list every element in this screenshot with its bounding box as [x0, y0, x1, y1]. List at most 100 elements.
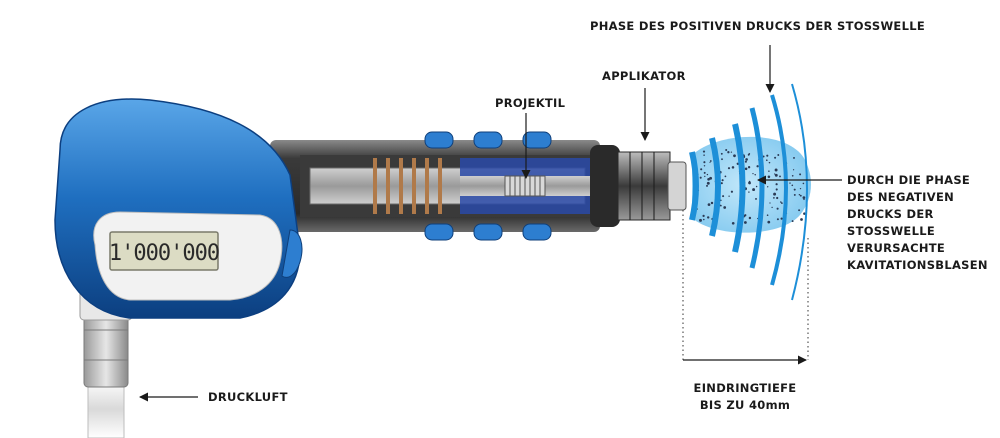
- counter-value: 1'000'000: [109, 241, 219, 266]
- cavitation-bubble: [777, 154, 780, 156]
- label-depth: EINDRINGTIEFE BIS ZU 40mm: [694, 381, 797, 412]
- cavitation-bubble: [704, 175, 706, 178]
- cavitation-bubble: [720, 152, 723, 155]
- cavitation-bubble: [767, 175, 771, 179]
- cavitation-bubble: [793, 188, 796, 191]
- cavitation-bubble: [700, 168, 703, 171]
- cavitation-bubble: [774, 156, 777, 159]
- cavitation-bubble: [709, 160, 712, 162]
- label-cavitation: DURCH DIE PHASE DES NEGATIVEN DRUCKS DER…: [847, 173, 988, 272]
- cavitation-bubble: [722, 195, 725, 198]
- cavitation-bubble: [721, 179, 724, 182]
- cavitation-bubble: [793, 193, 796, 196]
- cavitation-bubble: [769, 202, 771, 204]
- cavitation-bubble: [702, 214, 705, 218]
- cavitation-bubble: [703, 154, 705, 156]
- cavitation-bubble: [727, 167, 731, 170]
- cavitation-bubble: [731, 166, 735, 169]
- cavitation-bubble: [730, 190, 734, 193]
- cavitation-bubble: [802, 182, 805, 185]
- cavitation-bubble: [719, 204, 722, 207]
- cavitation-bubble: [756, 165, 759, 168]
- cavitation-bubble: [768, 170, 770, 172]
- cavitation-bubble: [720, 182, 723, 185]
- cavitation-bubble: [799, 194, 802, 197]
- cavitation-bubble: [748, 191, 750, 193]
- cavitation-bubble: [781, 202, 783, 204]
- cavitation-bubble: [710, 201, 714, 205]
- spring: [373, 158, 442, 214]
- cavitation-bubble: [798, 209, 801, 212]
- cavitation-bubble: [766, 154, 769, 157]
- cavitation-bubble: [776, 207, 779, 210]
- cavitation-bubble: [755, 197, 757, 200]
- label-cavitation-line-3: DRUCKS DER: [847, 207, 934, 221]
- label-cavitation-line-5: VERURSACHTE: [847, 241, 945, 255]
- cavitation-bubble: [707, 216, 710, 219]
- cavitation-bubble: [791, 184, 794, 187]
- cavitation-bubble: [776, 218, 779, 221]
- cavitation-bubble: [798, 193, 801, 196]
- cavitation-bubble: [709, 161, 711, 163]
- cavitation-bubble: [774, 173, 778, 177]
- cavitation-bubble: [779, 175, 781, 178]
- cavitation-bubble: [723, 206, 727, 209]
- cavitation-bubble: [706, 173, 709, 176]
- cavitation-bubble: [799, 187, 802, 190]
- label-cavitation-line-1: DURCH DIE PHASE: [847, 173, 970, 187]
- cavitation-bubble: [766, 159, 768, 161]
- cavitation-bubble: [702, 218, 705, 221]
- cavitation-bubble: [791, 220, 794, 223]
- cavitation-bubble: [744, 214, 747, 216]
- cavitation-bubble: [731, 221, 735, 225]
- label-depth-line-2: BIS ZU 40mm: [700, 398, 790, 412]
- label-projectile: PROJEKTIL: [495, 96, 566, 110]
- device-handle: [54, 98, 303, 319]
- cavitation-bubble: [802, 196, 806, 199]
- cavitation-bubble: [748, 216, 752, 220]
- cavitation-bubble: [702, 150, 706, 153]
- cavitation-bubble: [803, 198, 805, 201]
- cavitation-bubble: [744, 221, 747, 224]
- cavitation-bubble: [706, 181, 710, 185]
- cavitation-bubble: [744, 160, 747, 163]
- cavitation-bubble: [789, 182, 791, 184]
- label-cavitation-line-6: KAVITATIONSBLASEN: [847, 258, 988, 272]
- label-compressed-air: DRUCKLUFT: [208, 390, 288, 404]
- grip-pads: [424, 131, 552, 241]
- cavitation-bubble: [775, 188, 778, 191]
- cavitation-bubble: [780, 201, 782, 203]
- cavitation-bubble: [745, 158, 748, 161]
- annotation-arrows: [139, 45, 842, 402]
- cavitation-bubble: [727, 151, 730, 154]
- cavitation-bubble: [775, 183, 778, 186]
- cavitation-bubble: [699, 176, 702, 179]
- cavitation-bubble: [728, 195, 730, 197]
- cavitation-bubble: [703, 171, 706, 174]
- label-cavitation-line-4: STOSSWELLE: [847, 224, 935, 238]
- cavitation-bubble: [773, 197, 775, 199]
- cavitation-bubble: [724, 175, 727, 178]
- cavitation-bubble: [747, 166, 751, 169]
- cavitation-bubble: [706, 184, 708, 187]
- cavitation-bubble: [703, 161, 706, 164]
- cavitation-bubble: [752, 172, 754, 175]
- applicator: [590, 145, 687, 227]
- cavitation-bubble: [755, 185, 758, 188]
- cavitation-bubble: [800, 218, 803, 221]
- cavitation-bubble: [767, 186, 769, 188]
- cavitation-bubble: [768, 161, 771, 164]
- label-positive-phase: PHASE DES POSITIVEN DRUCKS DER STOSSWELL…: [590, 19, 925, 33]
- cavitation-bubble: [780, 217, 783, 220]
- cavitation-bubble: [792, 169, 795, 171]
- cavitation-bubble: [730, 151, 733, 153]
- cavitation-bubble: [748, 182, 751, 185]
- cavitation-bubble: [752, 188, 756, 192]
- device-barrel: [270, 131, 600, 241]
- cavitation-bubble: [744, 167, 748, 171]
- cavitation-cloud: [692, 136, 812, 233]
- cavitation-bubble: [774, 173, 776, 175]
- cavitation-bubble: [774, 168, 778, 172]
- cavitation-bubble: [776, 196, 779, 200]
- cavitation-bubble: [709, 176, 713, 180]
